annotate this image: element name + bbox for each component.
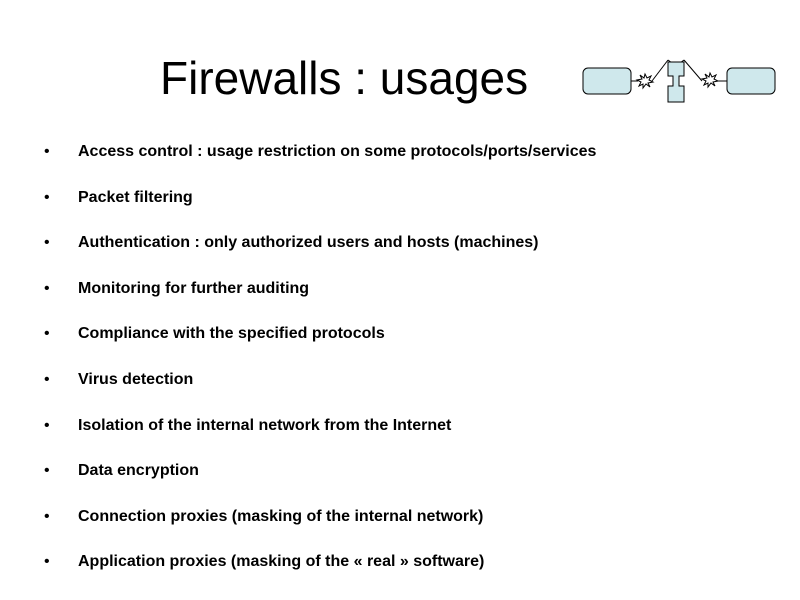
bullet-text: Virus detection [78,370,194,388]
right-host-node [726,67,776,95]
bullet-dot: • [44,507,50,525]
bullet-text: Access control : usage restriction on so… [78,143,597,160]
bullet-dot: • [44,143,50,160]
bullet-text: Data encryption [78,462,199,480]
bullet-dot: • [44,462,50,480]
firewall-network-icon [582,59,776,103]
bullet-dot: • [44,370,50,388]
bullet-text: Isolation of the internal network from t… [78,416,452,434]
bullet-text: Packet filtering [78,188,193,206]
bullet-dot: • [44,325,50,343]
bullet-dot: • [44,553,50,571]
bullet-text: Authentication : only authorized users a… [78,234,539,252]
bullet-text: Connection proxies (masking of the inter… [78,507,484,525]
bullet-dot: • [44,279,50,297]
bullet-dot: • [44,416,50,434]
page-title: Firewalls : usages [160,52,529,104]
bullet-text: Application proxies (masking of the « re… [78,553,485,571]
right-blocked-icon [700,71,720,89]
left-host-node [582,67,632,95]
firewall-wall [667,61,685,103]
bullet-dot: • [44,188,50,206]
left-blocked-icon [635,72,655,90]
bullet-dot: • [44,234,50,252]
bullet-text: Compliance with the specified protocols [78,325,385,343]
bullet-text: Monitoring for further auditing [78,279,310,297]
